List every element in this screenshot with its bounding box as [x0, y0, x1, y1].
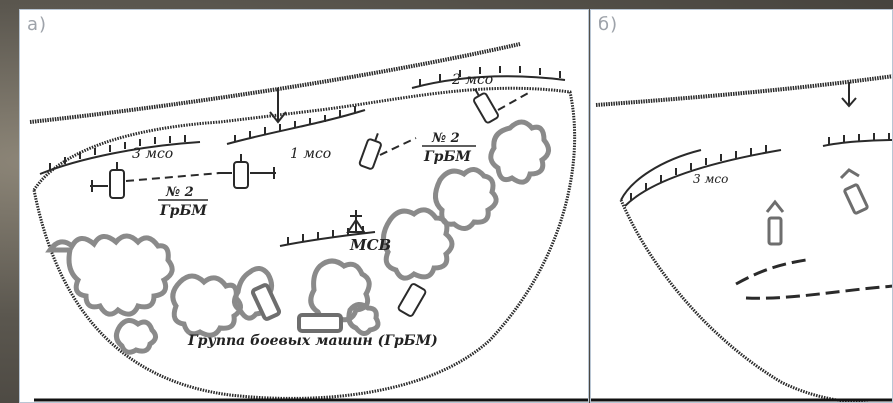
msv-symbol: [348, 210, 364, 232]
vehicle-icon: [299, 315, 341, 331]
defense-perimeter: [621, 200, 893, 403]
diagram-panel-a: а): [19, 9, 589, 403]
vehicle-icon: [841, 170, 859, 178]
label-3-mso: 3 мсо: [132, 146, 173, 162]
vehicle-icon: [398, 283, 427, 317]
label-1-mso: 1 мсо: [290, 146, 331, 162]
panel-b-diagram: 3 мсо: [591, 10, 893, 403]
vehicle-icon: [767, 202, 783, 212]
combat-vehicles: [767, 170, 868, 244]
label-grbm-left: ГрБМ: [159, 203, 207, 219]
label-grbm-right-number: № 2: [431, 131, 460, 146]
label-grbm-left-number: № 2: [165, 185, 194, 200]
vehicle-icon: [844, 184, 868, 213]
front-trench: [30, 44, 520, 122]
label-3-mso: 3 мсо: [693, 172, 728, 186]
diagram-caption: Группа боевых машин (ГрБМ): [187, 333, 438, 349]
direction-arrow: [842, 82, 856, 106]
label-msv: МСВ: [349, 236, 391, 254]
vehicle-icon: [769, 218, 781, 244]
diagram-panel-b: б) 3 мсо: [590, 9, 893, 403]
vehicle-icon: [359, 131, 384, 170]
route-dashes: [736, 260, 893, 298]
label-grbm-right: ГрБМ: [423, 149, 471, 165]
label-2-mso: 2 мсо: [451, 72, 493, 88]
vehicle-icon: [218, 154, 276, 188]
panel-a-diagram: 3 мсо 1 мсо 2 мсо № 2 ГрБМ № 2 ГрБМ МСВ …: [20, 10, 589, 403]
vehicle-icon: [90, 162, 124, 198]
